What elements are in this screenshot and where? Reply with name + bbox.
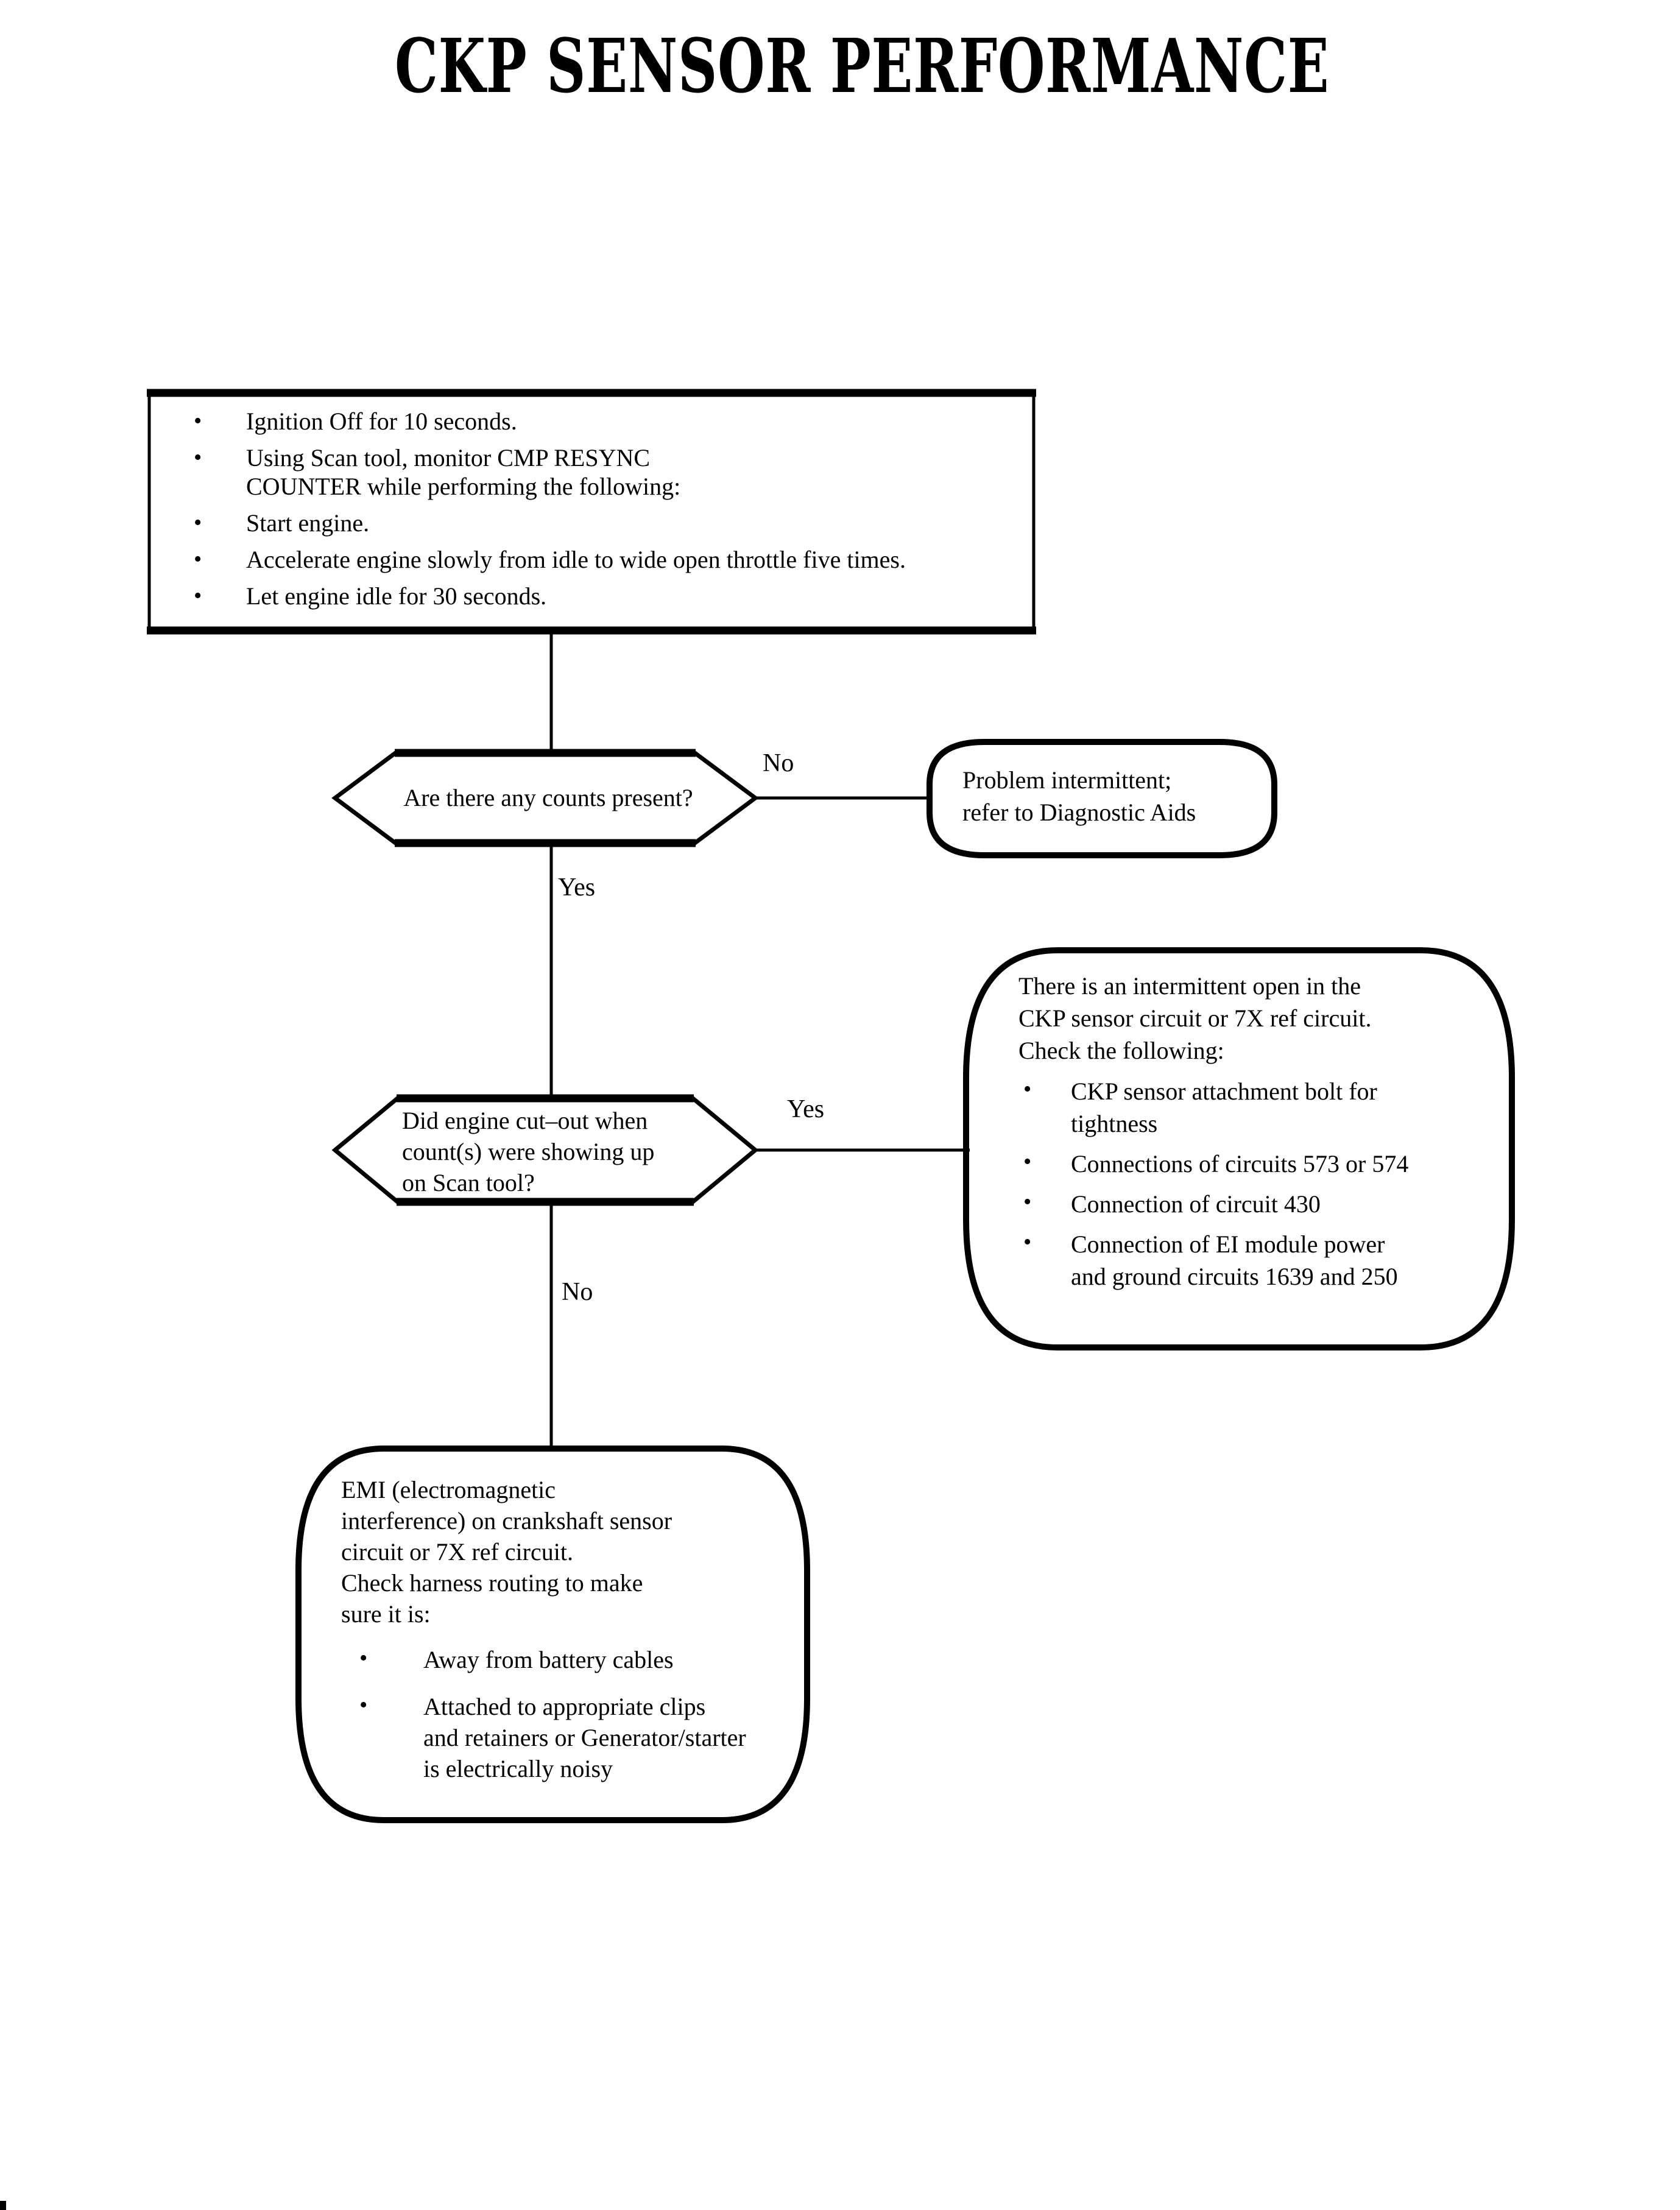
list-item: • Let engine idle for 30 seconds. (194, 582, 547, 610)
edge-label-yes-1: Yes (558, 874, 596, 902)
result-emi-box: EMI (electromagnetic interference) on cr… (341, 1474, 792, 1784)
result-emi-outline (295, 1446, 810, 1823)
page-title: CKP SENSOR PERFORMANCE (395, 22, 1330, 110)
bullet-dot: • (194, 445, 202, 470)
list-item: • Start engine. (194, 509, 370, 537)
instructions-box: • Ignition Off for 10 seconds. • Using S… (194, 407, 1031, 610)
list-item: • Connection of EI module power and grou… (1023, 1229, 1398, 1290)
bullet-dot: • (1023, 1149, 1032, 1174)
edge-label-no-1: No (763, 749, 794, 777)
bullet-dot: • (1023, 1189, 1032, 1215)
result-intermittent-outline (926, 739, 1277, 858)
result-open-list: • CKP sensor attachment bolt for tightne… (1023, 1075, 1488, 1293)
list-item: • Attached to appropriate clips and reta… (359, 1692, 746, 1782)
result-open-outline (963, 947, 1515, 1350)
result-open-box: There is an intermittent open in the CKP… (1018, 970, 1488, 1293)
bullet-dot: • (1023, 1229, 1032, 1255)
result-intermittent-box: Problem intermittent; refer to Diagnosti… (962, 766, 1196, 826)
result-emi-list: • Away from battery cables • Attached to… (359, 1644, 792, 1784)
list-item: • Ignition Off for 10 seconds. (194, 408, 517, 435)
bullet-dot: • (194, 510, 202, 535)
bullet-dot: • (359, 1692, 368, 1718)
bullet-dot: • (194, 546, 202, 572)
list-item: • Using Scan tool, monitor CMP RESYNC CO… (194, 444, 681, 500)
list-item: • Connections of circuits 573 or 574 (1023, 1149, 1409, 1177)
decision1-question: Are there any counts present? (403, 784, 693, 811)
edge-label-yes-2: Yes (787, 1095, 825, 1123)
list-item: • Away from battery cables (359, 1645, 674, 1673)
edge-label-no-2: No (562, 1278, 593, 1306)
decision2-question: Did engine cut–out when count(s) were sh… (402, 1107, 655, 1196)
list-item: • CKP sensor attachment bolt for tightne… (1023, 1076, 1377, 1137)
list-item: • Accelerate engine slowly from idle to … (194, 546, 906, 573)
bullet-dot: • (194, 408, 202, 434)
bullet-dot: • (1023, 1076, 1032, 1102)
bullet-dot: • (359, 1645, 368, 1671)
list-item: • Connection of circuit 430 (1023, 1189, 1321, 1218)
bullet-dot: • (194, 583, 202, 609)
scan-corner-mark (0, 2201, 6, 2210)
